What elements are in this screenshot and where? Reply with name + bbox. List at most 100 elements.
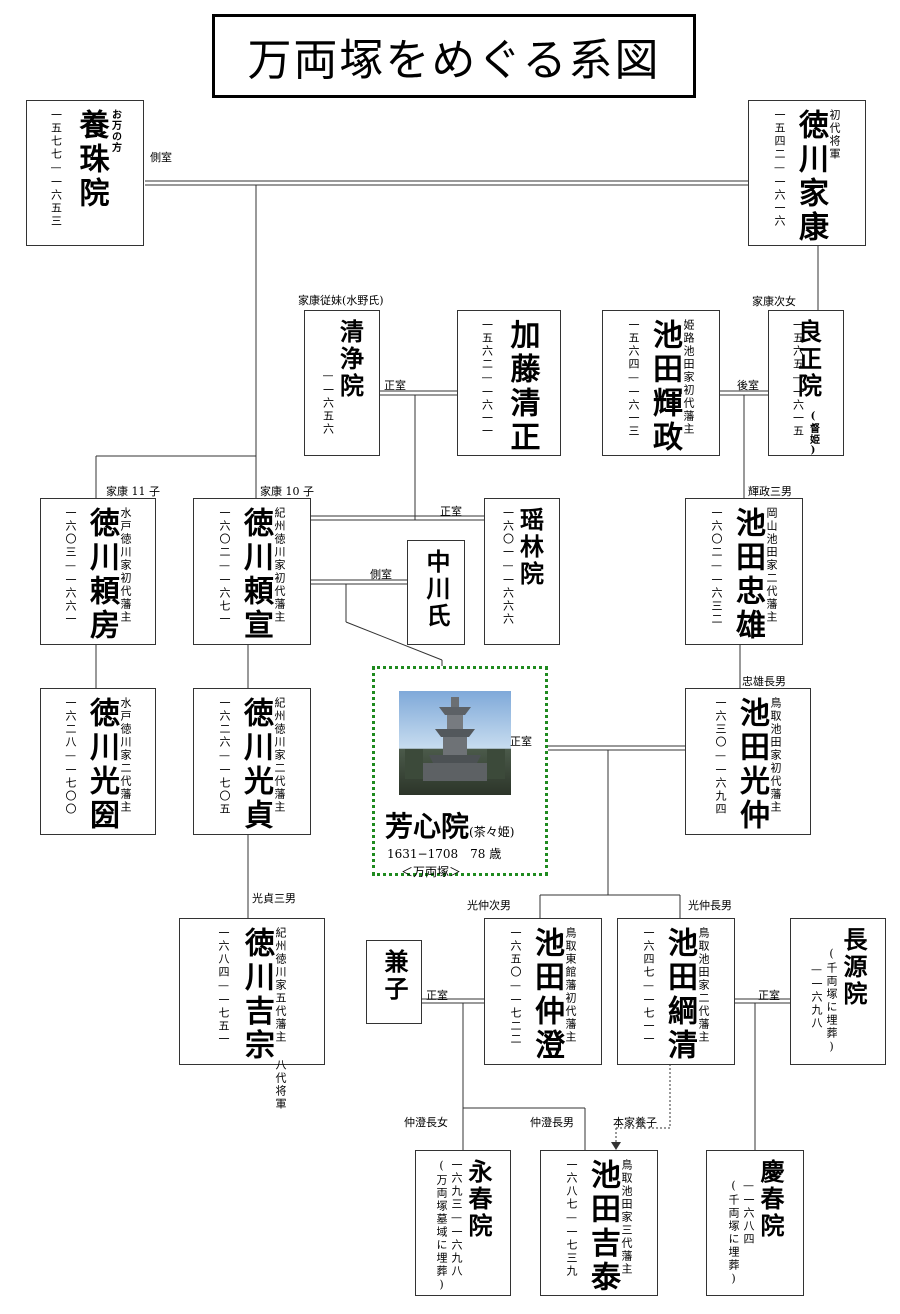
person-terumasa: 姫路池田家初代藩主 池田輝政 一五六四—一六一三 [602, 310, 720, 456]
person-yorinobu: 紀州徳川家初代藩主 徳川頼宣 一六〇二—一六七一 [193, 498, 311, 645]
person-yorifusa: 水戸徳川家初代藩主 徳川頼房 一六〇三—一六六一 [40, 498, 156, 645]
person-name: 養珠院 [73, 109, 109, 211]
person-note: 岡山池田家二代藩主 [765, 507, 778, 624]
person-sub: (督姫) [807, 411, 819, 457]
relation-label: 忠雄長男 [742, 675, 786, 688]
person-note: お万の方 [109, 109, 121, 153]
person-years: 一六八四—一七五一 [217, 927, 230, 1046]
person-yoshimune: 紀州徳川家五代藩主 八代将軍 徳川吉宗 一六八四—一七五一 [179, 918, 325, 1111]
person-note: 鳥取東館藩初代藩主 [564, 927, 577, 1044]
person-years: 一六四七—一七一一 [642, 927, 655, 1046]
person-mitsukuni: 水戸徳川家二代藩主 徳川光圀 一六二八—一七〇〇 [40, 688, 156, 835]
relation-label: 光仲次男 [467, 899, 511, 912]
person-name: 永春院 [464, 1159, 493, 1240]
featured-note: ＜万両塚＞ [401, 865, 462, 879]
person-note: 水戸徳川家初代藩主 [119, 507, 132, 624]
person-years: 一六〇三—一六六一 [64, 507, 77, 626]
person-name: 慶春院 [756, 1159, 785, 1240]
person-keishunin: 慶春院 —一六八四 (千両塚に埋葬) [706, 1150, 804, 1296]
person-years: 一六三〇—一六九四 [714, 697, 727, 816]
tomb-photo [399, 691, 511, 795]
pagoda-icon [405, 697, 505, 781]
person-kiyomasa: 加藤清正 一五六二—一六一一 [457, 310, 561, 456]
person-ryoshoin: 良正院 (督姫) 一五六五—一六一五 [768, 310, 844, 457]
person-name: 瑶林院 [515, 507, 545, 588]
diagram-title: 万両塚をめぐる系図 [212, 14, 696, 98]
relation-label: 正室 [440, 505, 462, 518]
person-years: —一六九八 [810, 963, 823, 1030]
person-eishunin: 永春院 一六九三—一六九八 (万両塚墓域に埋葬) [415, 1150, 511, 1296]
relation-label: 家康 10 子 [260, 485, 314, 498]
person-name: 池田光仲 [734, 697, 769, 833]
person-years: —一六八四 [742, 1179, 755, 1246]
relation-label: 輝政三男 [748, 485, 792, 498]
person-note: (万両塚墓域に埋葬) [435, 1159, 448, 1293]
relation-label: 光仲長男 [688, 899, 732, 912]
person-yorinin: 瑶林院 一六〇一—一六六六 [484, 498, 560, 645]
featured-dates: 1631−1708 78 歳 [387, 847, 502, 861]
person-name: 兼子 [380, 949, 409, 1003]
relation-label: 本家養子 [613, 1116, 657, 1129]
person-name: 清浄院 [335, 319, 365, 400]
person-note: 初代将軍 [828, 109, 841, 161]
person-note: (千両塚に埋葬) [825, 947, 838, 1055]
person-years: 一五六四—一六一三 [627, 319, 640, 438]
person-note: 紀州徳川家二代藩主 [273, 697, 286, 814]
relation-label: 家康 11 子 [106, 485, 160, 498]
person-chogenin: 長源院 (千両塚に埋葬) —一六九八 [790, 918, 886, 1065]
person-name: 池田綱清 [662, 927, 697, 1063]
relation-label: 側室 [150, 151, 172, 164]
person-name: 徳川家康 [793, 109, 828, 245]
person-years: —一六五六 [321, 369, 335, 436]
person-mitsunaka: 鳥取池田家初代藩主 池田光仲 一六三〇—一六九四 [685, 688, 811, 835]
person-years: 一五六二—一六一一 [480, 319, 494, 438]
person-ieyasu: 初代将軍 徳川家康 一五四二—一六一六 [748, 100, 866, 246]
person-tadao: 岡山池田家二代藩主 池田忠雄 一六〇二—一六三二 [685, 498, 803, 645]
person-years: 一六〇二—一六三二 [710, 507, 723, 626]
relation-label: 家康次女 [752, 295, 796, 308]
person-name: 徳川光圀 [84, 697, 119, 833]
person-yoshiyasu: 鳥取池田家三代藩主 池田吉泰 一六八七—一七三九 [540, 1150, 658, 1296]
relation-label: 正室 [384, 379, 406, 392]
person-name: 加藤清正 [504, 319, 540, 455]
relation-label: 側室 [370, 568, 392, 581]
person-years: 一六〇二—一六七一 [218, 507, 231, 626]
relation-label: 仲澄長男 [530, 1116, 574, 1129]
person-years: 一六八七—一七三九 [565, 1159, 578, 1278]
person-years: 一六五〇—一七二二 [509, 927, 522, 1046]
person-years: 一六〇一—一六六六 [501, 507, 515, 626]
relation-label: 仲澄長女 [404, 1116, 448, 1129]
person-note: 鳥取池田家三代藩主 [620, 1159, 633, 1276]
person-tsunakiyo: 鳥取池田家二代藩主 池田綱清 一六四七—一七一一 [617, 918, 735, 1065]
featured-name: 芳心院(茶々姫) [385, 810, 515, 843]
person-name: 徳川頼房 [84, 507, 119, 643]
person-name: 徳川頼宣 [238, 507, 273, 643]
person-mitsusada: 紀州徳川家二代藩主 徳川光貞 一六二六—一七〇五 [193, 688, 311, 835]
person-note: (千両塚に埋葬) [727, 1179, 740, 1287]
relation-label: 正室 [426, 989, 448, 1002]
person-name: 良正院 [793, 319, 823, 400]
featured-houshinin: 芳心院(茶々姫) 1631−1708 78 歳 ＜万両塚＞ [372, 666, 548, 879]
person-name: 池田吉泰 [585, 1159, 620, 1295]
relation-label: 正室 [758, 989, 780, 1002]
person-note: 紀州徳川家初代藩主 [273, 507, 286, 624]
person-years: 一六九三—一六九八 [450, 1159, 463, 1278]
person-note: 紀州徳川家五代藩主 八代将軍 [274, 927, 287, 1111]
featured-sub: (茶々姫) [469, 825, 515, 839]
relation-label: 家康従妹(水野氏) [298, 294, 384, 307]
person-years: 一五七七—一六五三 [49, 109, 63, 228]
person-name: 長源院 [839, 927, 868, 1008]
person-years: 一六二六—一七〇五 [218, 697, 231, 816]
relation-label: 後室 [737, 379, 759, 392]
person-name: 池田仲澄 [529, 927, 564, 1063]
person-name: 徳川吉宗 [239, 927, 274, 1063]
person-years: 一五六五—一六一五 [791, 319, 805, 438]
person-note: 鳥取池田家二代藩主 [697, 927, 710, 1044]
person-kaneko: 兼子 [366, 940, 422, 1024]
person-nakagawa: 中川氏 [407, 540, 465, 645]
person-years: 一五四二—一六一六 [773, 109, 786, 228]
person-name: 中川氏 [422, 549, 451, 630]
person-name: 池田忠雄 [730, 507, 765, 643]
relation-label: 正室 [510, 735, 532, 748]
